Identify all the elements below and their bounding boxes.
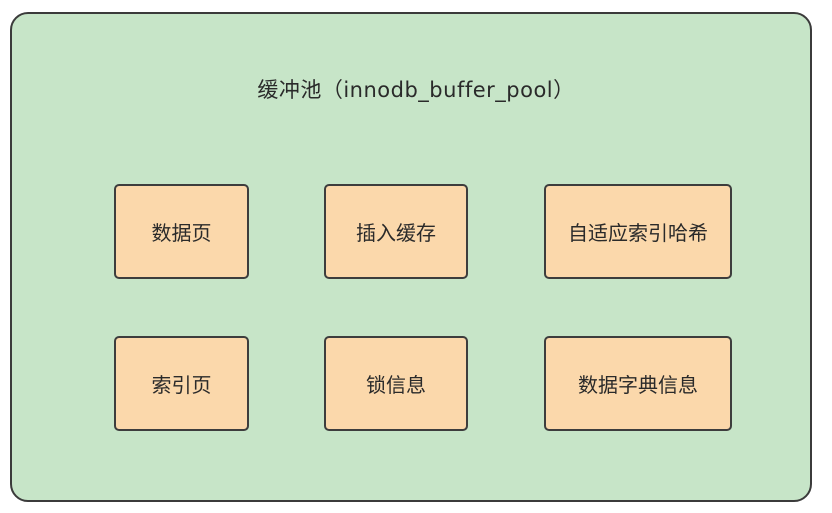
component-insert-buffer: 插入缓存	[324, 184, 468, 279]
component-index-page: 索引页	[114, 336, 249, 431]
buffer-pool-title: 缓冲池（innodb_buffer_pool）	[257, 78, 575, 102]
component-adaptive-hash-index: 自适应索引哈希	[544, 184, 732, 279]
component-data-page: 数据页	[114, 184, 249, 279]
component-lock-info: 锁信息	[324, 336, 468, 431]
component-data-dictionary: 数据字典信息	[544, 336, 732, 431]
